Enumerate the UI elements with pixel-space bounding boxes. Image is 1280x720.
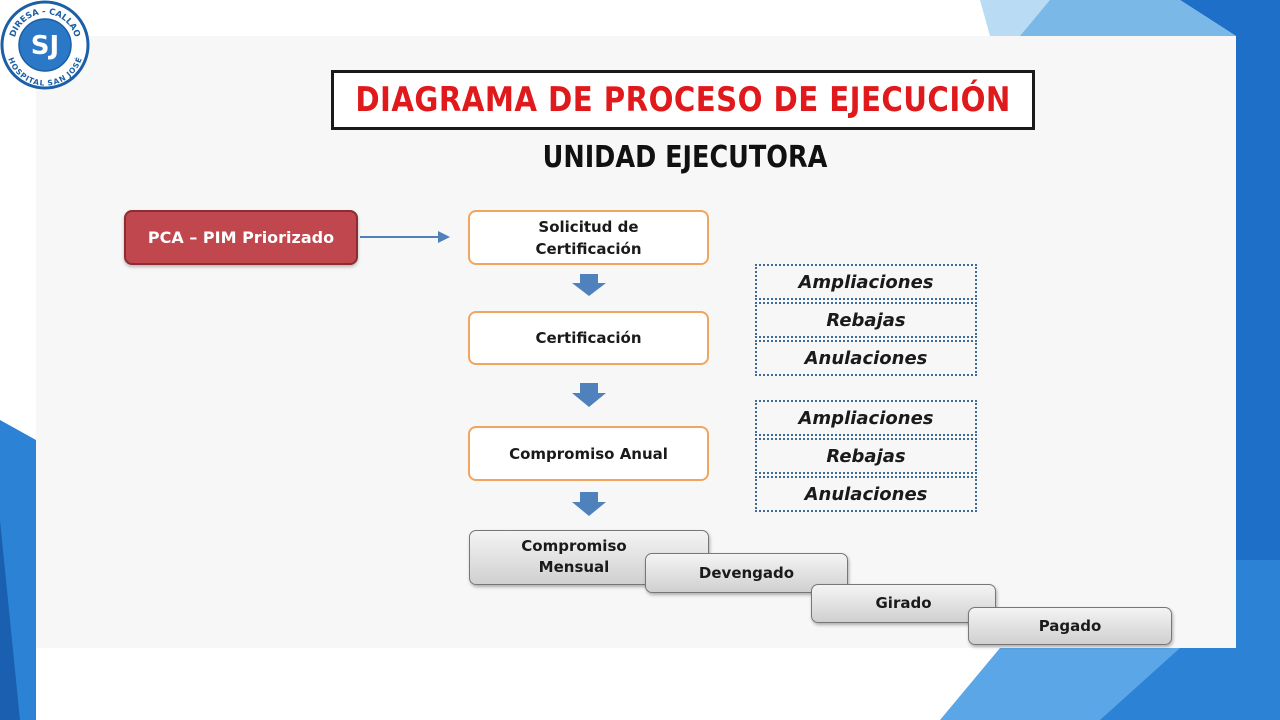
logo-initials: SJ (31, 31, 59, 61)
modification-rebajas: Rebajas (755, 438, 977, 474)
hospital-seal-icon: SJ DIRESA - CALLAO HOSPITAL SAN JOSÉ (0, 0, 90, 90)
step-label: Compromiso Anual (509, 444, 668, 463)
step-label: Solicitud de Certificación (535, 217, 642, 258)
modification-rebajas: Rebajas (755, 302, 977, 338)
page-subtitle: UNIDAD EJECUTORA (542, 140, 828, 175)
step-box-certificacion: Certificación (468, 311, 709, 365)
cascade-label: Devengado (698, 563, 795, 582)
cascade-girado: Girado (811, 584, 996, 623)
title-box: DIAGRAMA DE PROCESO DE EJECUCIÓN (331, 70, 1035, 130)
step-box-solicitud: Solicitud de Certificación (468, 210, 709, 265)
cascade-label: Compromiso Mensual (521, 537, 627, 576)
modification-ampliaciones: Ampliaciones (755, 264, 977, 300)
step-box-compromiso-anual: Compromiso Anual (468, 426, 709, 481)
step-label: Certificación (535, 329, 642, 347)
source-label: PCA – PIM Priorizado (147, 228, 335, 247)
modification-anulaciones: Anulaciones (755, 340, 977, 376)
cascade-label: Girado (875, 594, 932, 612)
cascade-pagado: Pagado (968, 607, 1172, 645)
modification-ampliaciones: Ampliaciones (755, 400, 977, 436)
page-title: DIAGRAMA DE PROCESO DE EJECUCIÓN (355, 80, 1011, 120)
cascade-label: Pagado (1038, 616, 1102, 635)
source-box: PCA – PIM Priorizado (124, 210, 358, 265)
modification-anulaciones: Anulaciones (755, 476, 977, 512)
